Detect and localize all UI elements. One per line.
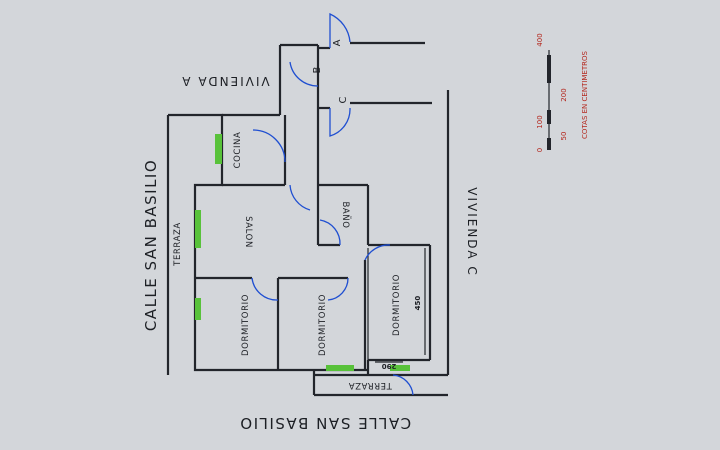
scale-tick-100: 100 bbox=[536, 115, 544, 128]
door-label-b: B bbox=[312, 66, 323, 73]
scale-bar: 0 50 100 200 400 COTAS EN CENTIMETROS bbox=[536, 33, 589, 152]
living-window bbox=[195, 210, 201, 248]
neighbor-label-right: VIVIENDA C bbox=[465, 187, 479, 277]
neighbor-label-top: VIVIENDA A bbox=[180, 74, 269, 88]
scale-caption: COTAS EN CENTIMETROS bbox=[581, 50, 589, 138]
terrace-door-swing bbox=[392, 374, 414, 396]
bath-door-swing bbox=[319, 219, 341, 246]
kitchen-window bbox=[215, 134, 222, 164]
scale-tick-50: 50 bbox=[560, 132, 568, 141]
door-a-swing bbox=[329, 12, 351, 48]
bedroom-2-window bbox=[326, 365, 354, 371]
room-label-living: SALON bbox=[243, 216, 253, 248]
room-label-terrace-south: TERRAZA bbox=[348, 380, 393, 390]
room-label-terrace-west: TERRAZA bbox=[173, 222, 183, 267]
door-label-a: A bbox=[332, 39, 343, 46]
dimension-290: 290 bbox=[382, 362, 397, 370]
exterior-walls bbox=[166, 43, 450, 397]
scale-segment-2 bbox=[547, 110, 551, 124]
street-label-west: CALLE SAN BASILIO bbox=[142, 159, 160, 331]
scale-segment-3 bbox=[547, 55, 551, 83]
kitchen-door-swing bbox=[252, 129, 286, 163]
door-label-c: C bbox=[338, 96, 349, 103]
dimension-450: 450 bbox=[414, 296, 422, 311]
room-label-bedroom-1: DORMITORIO bbox=[241, 294, 251, 356]
room-label-bathroom: BAÑO bbox=[340, 201, 351, 228]
interior-walls bbox=[195, 115, 426, 370]
scale-tick-0: 0 bbox=[536, 148, 544, 152]
scale-segment-1 bbox=[547, 138, 551, 150]
scale-tick-200: 200 bbox=[560, 88, 568, 101]
door-b-swing bbox=[289, 61, 319, 87]
room-label-bedroom-3: DORMITORIO bbox=[392, 274, 402, 336]
room-label-kitchen: COCINA bbox=[233, 132, 243, 169]
bedroom-3-door-swing bbox=[364, 244, 391, 261]
street-label-south: CALLE SAN BASILIO bbox=[239, 414, 411, 432]
doors bbox=[251, 12, 414, 396]
room-label-bedroom-2: DORMITORIO bbox=[318, 294, 328, 356]
windows bbox=[195, 134, 410, 371]
bedroom-3-window bbox=[390, 365, 410, 371]
door-c-swing bbox=[329, 107, 351, 137]
living-door-swing bbox=[289, 184, 311, 211]
bedroom-2-door-swing bbox=[327, 277, 349, 301]
corridor-walls bbox=[316, 41, 432, 185]
scale-tick-400: 400 bbox=[536, 33, 544, 46]
bedroom-1-window bbox=[195, 298, 201, 320]
bedroom-1-door-swing bbox=[251, 277, 279, 301]
